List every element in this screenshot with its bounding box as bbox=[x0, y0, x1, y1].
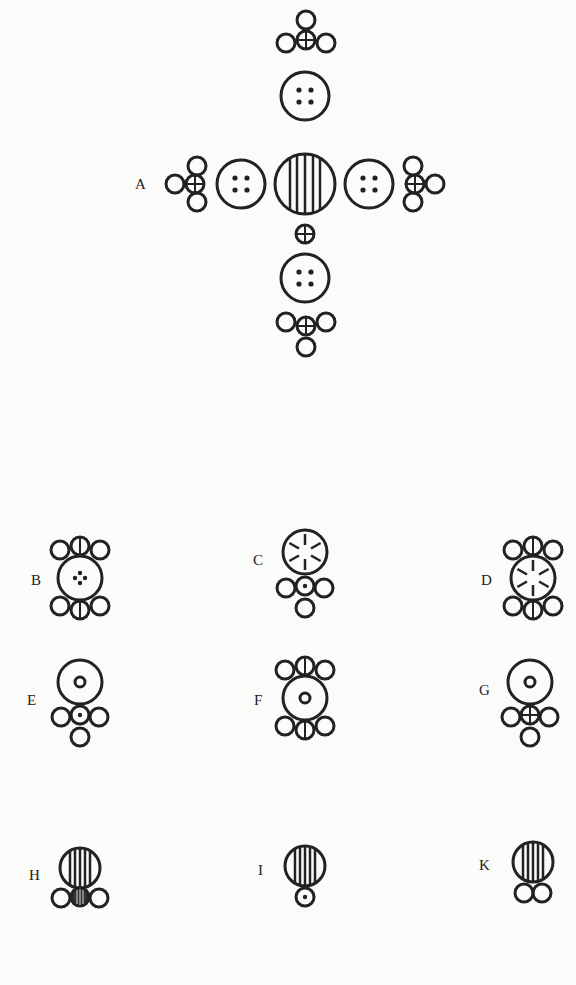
pendant-k bbox=[513, 842, 553, 902]
figure-letter: F bbox=[254, 693, 262, 708]
figure-letter: G bbox=[479, 683, 490, 698]
pendant-h bbox=[52, 848, 108, 907]
figure-letter: A bbox=[135, 177, 146, 192]
pendant-c bbox=[277, 530, 333, 617]
figure-letter: H bbox=[29, 868, 40, 883]
pendant-g bbox=[502, 660, 558, 746]
figure-letter: D bbox=[481, 573, 492, 588]
figure-letter: B bbox=[31, 573, 41, 588]
figure-letter: E bbox=[27, 693, 36, 708]
figure-letter: K bbox=[479, 858, 490, 873]
pendant-d bbox=[504, 537, 562, 619]
pendant-i bbox=[285, 846, 325, 906]
figure-letter: I bbox=[258, 863, 263, 878]
pendant-f bbox=[276, 657, 334, 739]
figure-letter: C bbox=[253, 553, 263, 568]
cross-ornament bbox=[166, 11, 444, 356]
pendant-e bbox=[52, 660, 108, 746]
pendant-b bbox=[51, 537, 109, 619]
